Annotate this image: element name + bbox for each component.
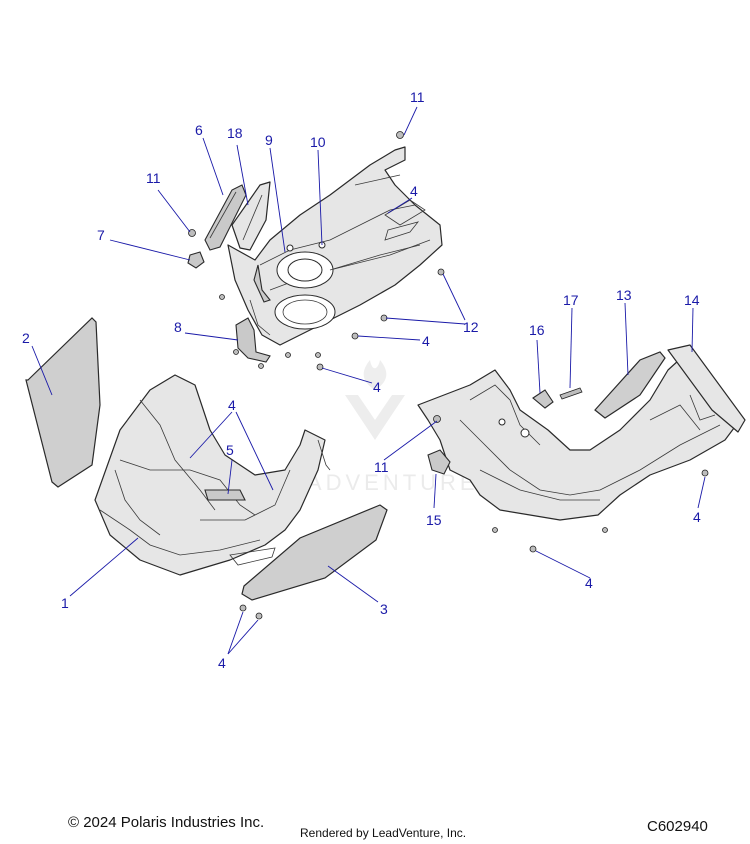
- callout-4-f: 4: [585, 575, 593, 591]
- figure-id: C602940: [647, 818, 708, 835]
- leader-lines: [31, 106, 706, 655]
- callout-11-c: 11: [374, 459, 389, 475]
- part-1-front-body: [94, 374, 331, 576]
- callout-1: 1: [61, 595, 69, 611]
- part-14-side-trim: [667, 344, 746, 433]
- callout-16: 16: [529, 322, 545, 338]
- part-18-bracket: [231, 181, 271, 251]
- callout-18: 18: [227, 125, 243, 141]
- callout-14: 14: [684, 292, 700, 308]
- callout-15: 15: [426, 512, 442, 528]
- callout-4-a: 4: [218, 655, 226, 671]
- callouts: 1 2 3 4 4 4 4 4 4 4 4 4 5 6 7 8 9 10 11 …: [22, 89, 701, 671]
- part-17-rivet: [559, 387, 583, 400]
- callout-4-d: 4: [422, 333, 430, 349]
- part-8-bracket: [235, 317, 271, 363]
- callout-5: 5: [226, 442, 234, 458]
- part-16-clip: [532, 389, 554, 409]
- rendered-by-text: Rendered by LeadVenture, Inc.: [300, 826, 467, 840]
- callout-4-e: 4: [373, 379, 381, 395]
- callout-7: 7: [97, 227, 105, 243]
- part-7-clip: [187, 251, 205, 269]
- callout-4-g: 4: [693, 509, 701, 525]
- callout-2: 2: [22, 330, 30, 346]
- callout-10: 10: [310, 134, 326, 150]
- part-3-lower-panel: [241, 504, 388, 601]
- part-15-pad: [427, 449, 451, 475]
- callout-3: 3: [380, 601, 388, 617]
- callout-4-b: 4: [228, 397, 236, 413]
- callout-11-b: 11: [146, 170, 161, 186]
- callout-4-c: 4: [410, 183, 418, 199]
- callout-11-a: 11: [410, 89, 425, 105]
- callout-8: 8: [174, 319, 182, 335]
- part-2-side-panel: [25, 317, 101, 488]
- callout-12: 12: [463, 319, 479, 335]
- copyright-text: © 2024 Polaris Industries Inc.: [68, 814, 265, 831]
- callout-13: 13: [616, 287, 632, 303]
- upper-dash-assembly: [227, 146, 443, 346]
- right-hood-assembly: [417, 349, 741, 521]
- callout-6: 6: [195, 122, 203, 138]
- callout-9: 9: [265, 132, 273, 148]
- part-13-panel: [594, 351, 666, 419]
- callout-17: 17: [563, 292, 579, 308]
